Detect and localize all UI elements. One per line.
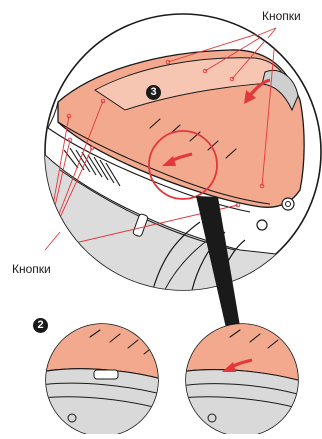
buttons-label-left: Кнопки <box>12 262 51 276</box>
step-number-3: 3 <box>146 85 161 100</box>
inset-after-view <box>180 322 305 434</box>
step-number-2: 2 <box>33 318 48 333</box>
main-magnified-view <box>40 14 322 300</box>
left-leader-line <box>45 232 60 250</box>
buttons-label-top: Кнопки <box>262 9 301 23</box>
inset-before-view <box>40 322 165 434</box>
